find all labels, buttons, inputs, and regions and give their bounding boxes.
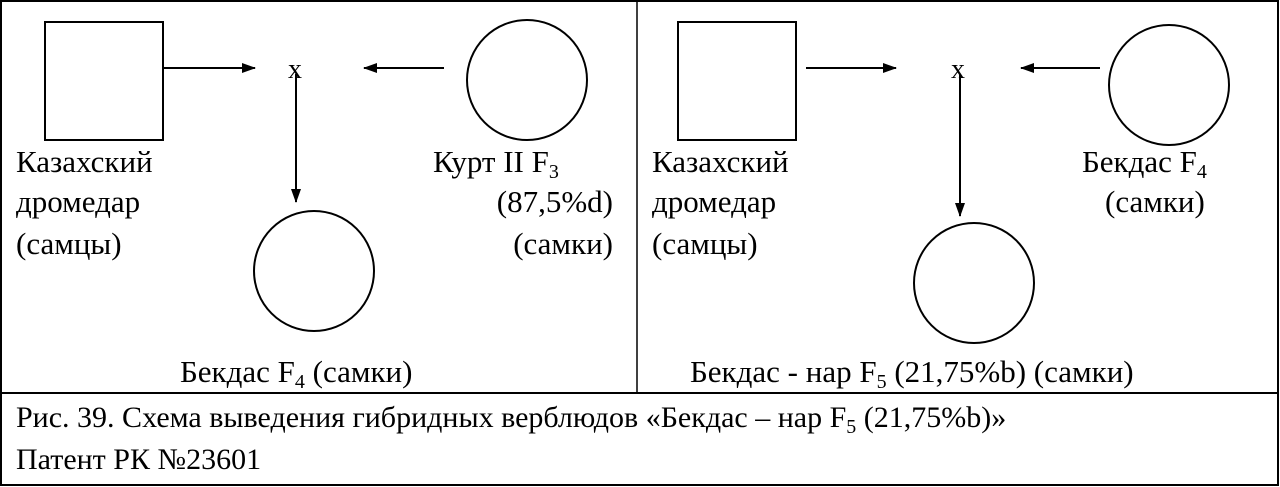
male-label-left-line1: Казахский [16, 144, 153, 179]
cross-symbol-left: x [288, 54, 302, 85]
male-label-right-line2: дромедар [652, 184, 777, 219]
female-label-right-line1: Бекдас F4 [1082, 144, 1207, 183]
female-label-left-line2: (87,5%d) [496, 184, 613, 219]
figure-caption-line1: Рис. 39. Схема выведения гибридных вербл… [16, 401, 1007, 438]
male-label-right-line1: Казахский [652, 144, 789, 179]
male-label-left-line2: дромедар [16, 184, 141, 219]
offspring-circle-right [913, 222, 1035, 344]
male-square-right [677, 21, 797, 141]
male-square-left [44, 21, 164, 141]
female-label-left-line1: Курт II F3 [433, 144, 559, 183]
offspring-circle-left [253, 210, 375, 332]
female-circle-right [1108, 24, 1230, 146]
male-label-right-line3: (самцы) [652, 226, 758, 261]
cross-symbol-right: x [951, 54, 965, 85]
offspring-label-right: Бекдас - нар F5 (21,75%b) (самки) [690, 354, 1134, 393]
female-label-left-line3: (самки) [513, 226, 613, 261]
female-label-right-line2: (самки) [1105, 184, 1205, 219]
figure-caption-line2: Патент РК №23601 [16, 443, 262, 476]
male-label-left-line3: (самцы) [16, 226, 122, 261]
female-circle-left [466, 19, 588, 141]
offspring-label-left: Бекдас F4 (самки) [180, 354, 413, 393]
